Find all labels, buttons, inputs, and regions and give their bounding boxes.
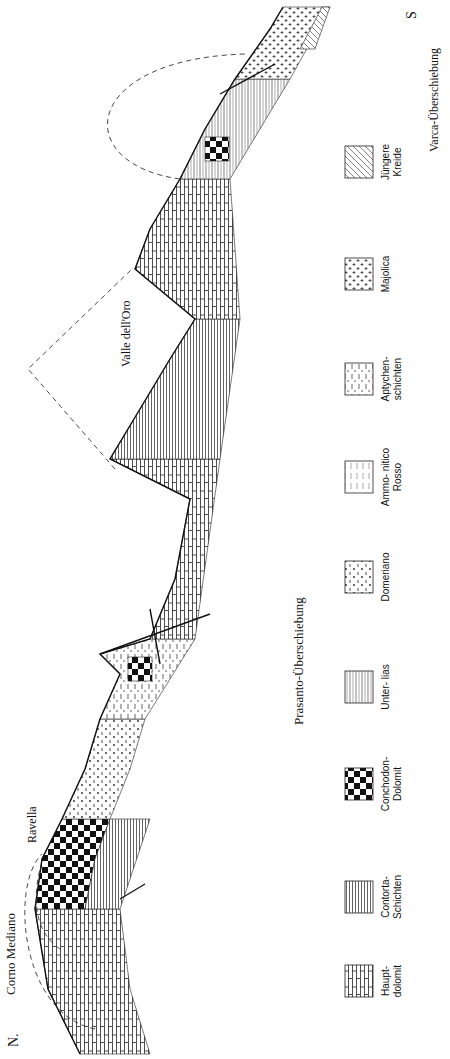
legend-swatches (345, 146, 373, 997)
place-name: Ravella (26, 804, 39, 845)
legend-label: Conchodon- Dolomit (380, 752, 403, 816)
legend-swatch (345, 258, 373, 290)
legend-swatch (345, 561, 373, 593)
fault-name: Prasanto-Überschiebung (292, 595, 306, 727)
legend-swatch (345, 965, 373, 997)
place-name: Corno Mediano (4, 911, 18, 997)
compass-letter: S (404, 9, 419, 21)
fault-name: Varca-Überschiebung (428, 46, 441, 154)
legend-label: Contorta- Schichten (380, 865, 403, 929)
compass-letter: N. (6, 1031, 21, 1049)
legend-label: Majolica (380, 242, 392, 306)
legend-swatch (345, 768, 373, 800)
legend-label: Unter- lias (380, 655, 392, 719)
legend-swatch (345, 461, 373, 493)
legend-swatch (345, 671, 373, 703)
legend-label: Domeriano (380, 545, 392, 609)
legend-label: Haupt- dolomit (380, 949, 403, 1013)
place-name: Valle dell'Oro (120, 299, 133, 369)
legend-label: Aptychen- schichten (380, 347, 403, 411)
legend-swatch (345, 881, 373, 913)
legend-swatch (345, 363, 373, 395)
legend-swatch (345, 146, 373, 178)
legend-label: Jüngere Kreide (380, 130, 403, 194)
legend-label: Ammo- nitico Rosso (380, 445, 403, 509)
